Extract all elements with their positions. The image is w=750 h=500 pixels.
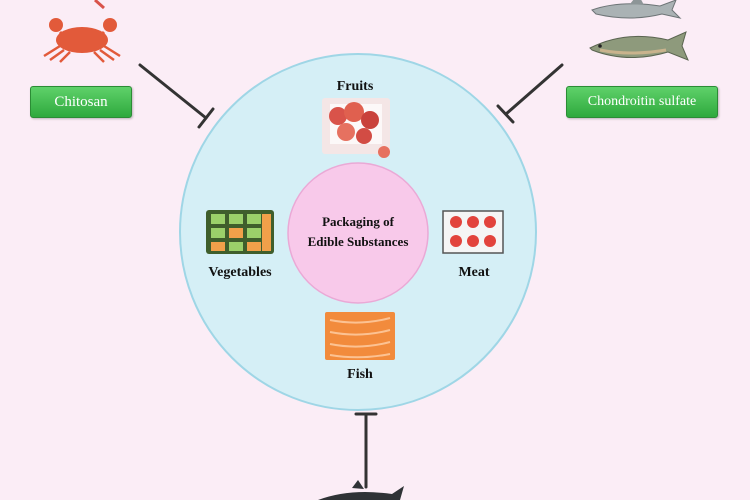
vegetable-tray-photo [206,210,274,254]
fish-label: Fish [347,367,373,382]
fish-fillet-photo [325,312,395,360]
meat-label: Meat [458,265,489,280]
inhibition-arrow-bottom [354,412,378,489]
inner-circle [287,162,429,304]
inhibition-arrow-right [496,63,564,124]
shark-icon [591,0,682,19]
fruits-label: Fruits [337,79,374,94]
salmon-icon [589,31,689,61]
center-label-line1: Packaging of [322,214,395,229]
vegetables-label: Vegetables [208,265,272,280]
fruit-photo [322,98,390,158]
meat-tray-icon [442,210,504,254]
crab-icon [43,0,121,63]
inhibition-arrow-left [138,63,215,129]
center-label-line2: Edible Substances [308,234,409,249]
chondroitin-sulfate-label: Chondroitin sulfate [566,86,718,118]
chitosan-label: Chitosan [30,86,132,118]
tuna-icon [318,480,404,500]
